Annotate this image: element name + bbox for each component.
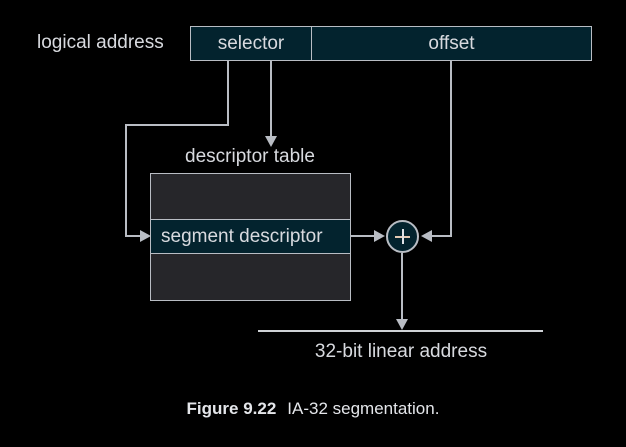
selector-field: selector <box>191 27 312 60</box>
figure-number: Figure 9.22 <box>186 399 277 418</box>
edge-selector-elbow-seg-right <box>125 235 147 237</box>
logical-address-bar: selector offset <box>190 26 592 61</box>
linear-address-rule <box>258 330 543 332</box>
edge-offset-to-adder-arrowhead <box>421 230 432 242</box>
descriptor-table: segment descriptor <box>150 173 351 301</box>
edge-offset-elbow-left <box>425 235 452 237</box>
descriptor-table-row-segment-descriptor: segment descriptor <box>151 219 350 254</box>
edge-offset-elbow-down <box>450 61 452 237</box>
edge-selector-elbow-seg-down2 <box>125 124 127 237</box>
logical-address-label: logical address <box>37 32 164 53</box>
edge-adder-to-output-arrowhead <box>396 319 408 330</box>
edge-segment-to-adder-arrowhead <box>374 230 385 242</box>
edge-segment-to-adder-line <box>351 235 380 237</box>
figure-title: IA-32 segmentation. <box>287 399 440 418</box>
descriptor-table-row-empty-top <box>151 174 350 219</box>
linear-address-label: 32-bit linear address <box>314 341 488 362</box>
descriptor-table-label: descriptor table <box>185 146 315 167</box>
edge-selector-to-segment-arrowhead <box>140 230 151 242</box>
edge-selector-elbow-seg-left <box>125 124 229 126</box>
edge-adder-to-output-line <box>401 253 403 323</box>
edge-selector-elbow-seg-down1 <box>227 61 229 126</box>
edge-selector-to-table-line <box>270 61 272 145</box>
plus-icon-vertical <box>401 229 404 244</box>
adder-node <box>386 220 419 253</box>
edge-selector-to-table-arrowhead <box>265 136 277 147</box>
descriptor-table-row-empty-bottom <box>151 254 350 299</box>
segment-descriptor-label: segment descriptor <box>161 226 323 247</box>
figure-caption: Figure 9.22 IA-32 segmentation. <box>0 400 626 417</box>
offset-field: offset <box>428 33 475 54</box>
